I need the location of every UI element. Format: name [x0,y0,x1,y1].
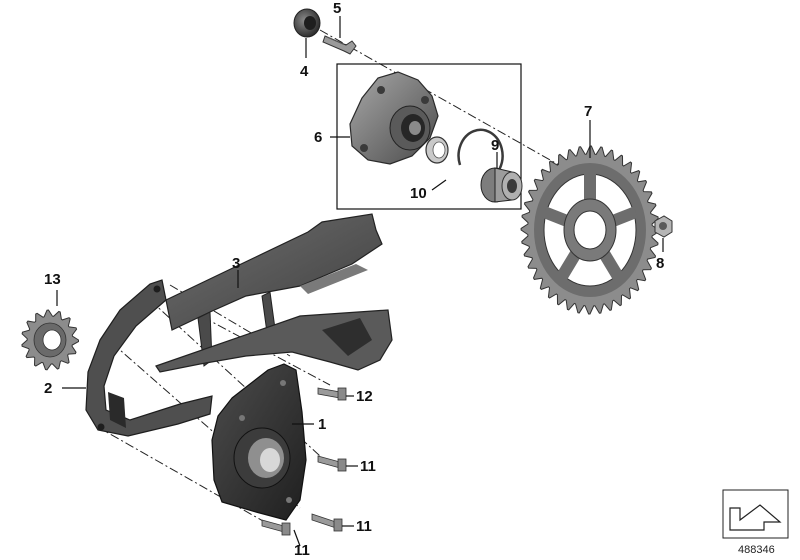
callout-2: 2 [44,380,52,397]
stud-bolt-part-5 [322,35,357,55]
sprocket-carrier-part-6 [349,71,439,165]
callout-6: 6 [314,129,322,146]
rear-sprocket-part-7 [520,145,660,315]
stamp-arrow-icon [729,504,782,531]
callout-9: 9 [491,137,499,154]
bearing-part-9 [480,167,523,203]
bolt-part-11-middle [311,513,343,532]
callout-7: 7 [584,103,592,120]
chain-guard-lower-part-2 [85,279,213,437]
document-number: 488346 [738,544,775,556]
callout-11-middle: 11 [356,518,372,535]
callout-13: 13 [44,271,61,288]
bolt-part-12 [317,387,347,401]
callout-8: 8 [656,255,664,272]
callout-3: 3 [232,255,240,272]
chain-guard-cover-part-1 [211,363,307,521]
callout-10: 10 [410,185,427,202]
spacer-ring [425,136,449,164]
seal-ring-part-4 [293,8,321,38]
callout-5: 5 [333,0,341,17]
callout-12: 12 [356,388,373,405]
callout-4: 4 [300,63,309,80]
chain-guard-bracket-part-3 [155,213,393,373]
document-stamp: 488346 [722,489,789,556]
callout-1: 1 [318,416,326,433]
front-sprocket-part-13 [21,309,79,371]
callout-11-upper: 11 [360,458,376,475]
leader-lines [56,16,664,547]
bolt-part-11-upper [317,455,347,472]
bolt-part-11-lower [261,519,291,536]
callout-11-lower: 11 [294,542,310,559]
nut-part-8 [654,215,673,238]
